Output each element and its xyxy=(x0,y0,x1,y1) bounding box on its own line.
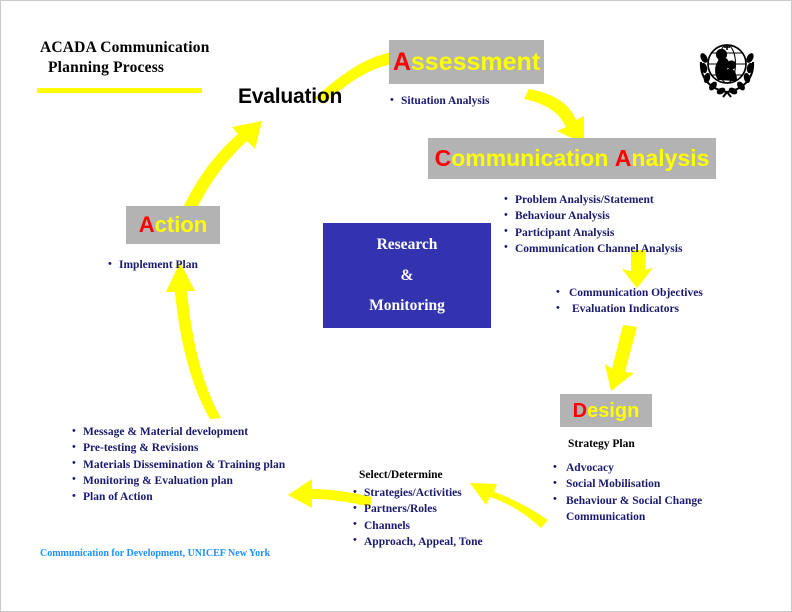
stage-label-communication: ommunication xyxy=(451,145,609,171)
stage-label-assessment: ssessment xyxy=(410,47,541,76)
communication-analysis-bullet-list: Problem Analysis/Statement Behaviour Ana… xyxy=(504,191,682,257)
stage-initial-analysis: A xyxy=(614,145,632,171)
communication-objectives-list: Communication Objectives Evaluation Indi… xyxy=(556,284,703,318)
unicef-logo xyxy=(699,44,755,98)
list-item: Participant Analysis xyxy=(504,224,682,241)
select-determine-heading: Select/Determine xyxy=(359,469,443,481)
action-tasks-list: Message & Material development Pre-testi… xyxy=(72,423,285,506)
design-bullet-list: Advocacy Social Mobilisation Behaviour &… xyxy=(553,459,702,525)
list-item: Partners/Roles xyxy=(353,501,483,517)
footer-credit: Communication for Development, UNICEF Ne… xyxy=(40,548,271,559)
list-item: Evaluation Indicators xyxy=(556,301,703,317)
stage-label-design: esign xyxy=(587,399,640,422)
page-title-line-1: ACADA Communication xyxy=(40,39,210,56)
list-item: Channels xyxy=(353,517,483,534)
action-bullet-list: Implement Plan xyxy=(108,256,198,273)
stage-label-analysis: nalysis xyxy=(631,145,710,171)
list-item: Message & Material development xyxy=(72,423,285,440)
assessment-bullet-list: Situation Analysis xyxy=(390,92,490,109)
list-item: Plan of Action xyxy=(72,489,285,505)
research-line-3: Monitoring xyxy=(369,297,445,315)
list-item: Pre-testing & Revisions xyxy=(72,440,285,456)
list-item: Problem Analysis/Statement xyxy=(504,191,682,208)
stage-initial-design: D xyxy=(572,399,588,422)
title-underline xyxy=(37,88,202,93)
research-line-2: & xyxy=(400,266,414,284)
list-item: Strategies/Activities xyxy=(353,484,483,501)
design-subheading: Strategy Plan xyxy=(568,438,635,450)
list-item: Situation Analysis xyxy=(390,92,490,109)
list-item: Communication Channel Analysis xyxy=(504,240,682,257)
evaluation-label: Evaluation xyxy=(238,85,343,108)
list-item: Advocacy xyxy=(553,459,702,476)
list-item: Communication Objectives xyxy=(556,284,703,301)
list-item: Materials Dissemination & Training plan xyxy=(72,456,285,473)
list-item: Monitoring & Evaluation plan xyxy=(72,472,285,489)
list-item: Approach, Appeal, Tone xyxy=(353,533,483,550)
arrow-objectives-to-design xyxy=(605,325,637,391)
research-line-1: Research xyxy=(376,236,438,254)
list-item: Social Mobilisation xyxy=(553,476,702,492)
stage-label-action: ction xyxy=(154,212,208,237)
arrow-tasks-to-action xyxy=(166,262,221,419)
list-item: Behaviour Analysis xyxy=(504,208,682,224)
list-item: Communication xyxy=(566,510,646,523)
select-determine-bullet-list: Strategies/Activities Partners/Roles Cha… xyxy=(353,484,483,550)
list-item: Implement Plan xyxy=(108,256,198,273)
research-monitoring-box: Research & Monitoring xyxy=(323,223,491,328)
stage-initial-assessment: A xyxy=(392,47,411,76)
page-title-line-2: Planning Process xyxy=(48,59,165,77)
page-title: ACADA Communication Planning Process xyxy=(40,38,210,79)
stage-initial-action: A xyxy=(138,212,155,237)
arrow-action-to-evaluation xyxy=(182,121,262,214)
arrow-assessment-to-communication-analysis xyxy=(524,89,584,144)
stage-initial-communication: C xyxy=(434,145,452,171)
list-item: Behaviour & Social Change xyxy=(553,492,702,509)
